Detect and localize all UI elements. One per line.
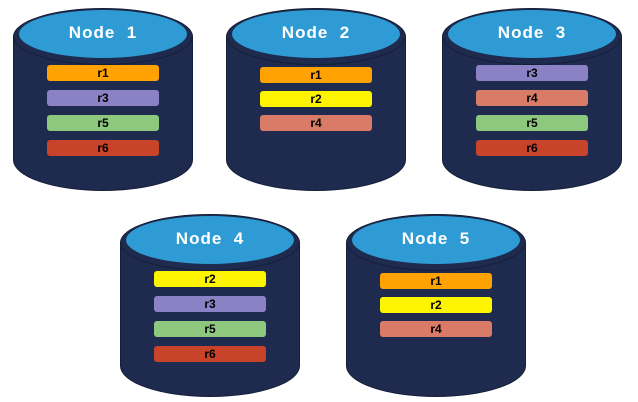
node-5-title: Node 5 [401, 229, 471, 248]
node-1-title: Node 1 [68, 23, 138, 42]
replica-bar-r5: r5 [476, 115, 588, 131]
node-2-cylinder-top-ellipse [232, 10, 400, 58]
node-3-replica-list: r3 r4 r5 r6 [476, 65, 588, 156]
replica-bar-r6: r6 [47, 140, 159, 156]
replica-bar-r3: r3 [154, 296, 266, 312]
replica-bar-r4: r4 [260, 115, 372, 131]
node-3-title: Node 3 [497, 23, 567, 42]
node-4-cylinder-top-ellipse [126, 216, 294, 264]
replica-bar-r2: r2 [260, 91, 372, 107]
node-1-cylinder: Node 1 r1 r3 r5 r6 [13, 8, 193, 191]
node-2-cylinder: Node 2 r1 r2 r4 [226, 8, 406, 191]
node-3-cylinder-top-ellipse [448, 10, 616, 58]
replica-bar-r1: r1 [260, 67, 372, 83]
node-1-replica-list: r1 r3 r5 r6 [47, 65, 159, 156]
replica-bar-r3: r3 [47, 90, 159, 106]
replica-bar-r4: r4 [476, 90, 588, 106]
replica-bar-r6: r6 [154, 346, 266, 362]
node-5-cylinder-top-ellipse [352, 216, 520, 264]
replica-bar-r4: r4 [380, 321, 492, 337]
replica-bar-r5: r5 [47, 115, 159, 131]
replica-bar-r1: r1 [47, 65, 159, 81]
node-4-replica-list: r2 r3 r5 r6 [154, 271, 266, 362]
node-1-cylinder-top-ellipse [19, 10, 187, 58]
replica-bar-r2: r2 [380, 297, 492, 313]
replica-bar-r5: r5 [154, 321, 266, 337]
node-3-cylinder: Node 3 r3 r4 r5 r6 [442, 8, 622, 191]
replica-bar-r1: r1 [380, 273, 492, 289]
replica-bar-r3: r3 [476, 65, 588, 81]
node-2-title: Node 2 [281, 23, 351, 42]
node-4-cylinder: Node 4 r2 r3 r5 r6 [120, 214, 300, 397]
node-5-replica-list: r1 r2 r4 [380, 273, 492, 337]
replica-bar-r2: r2 [154, 271, 266, 287]
node-2-replica-list: r1 r2 r4 [260, 67, 372, 131]
replica-bar-r6: r6 [476, 140, 588, 156]
node-5-cylinder: Node 5 r1 r2 r4 [346, 214, 526, 397]
node-4-title: Node 4 [175, 229, 245, 248]
